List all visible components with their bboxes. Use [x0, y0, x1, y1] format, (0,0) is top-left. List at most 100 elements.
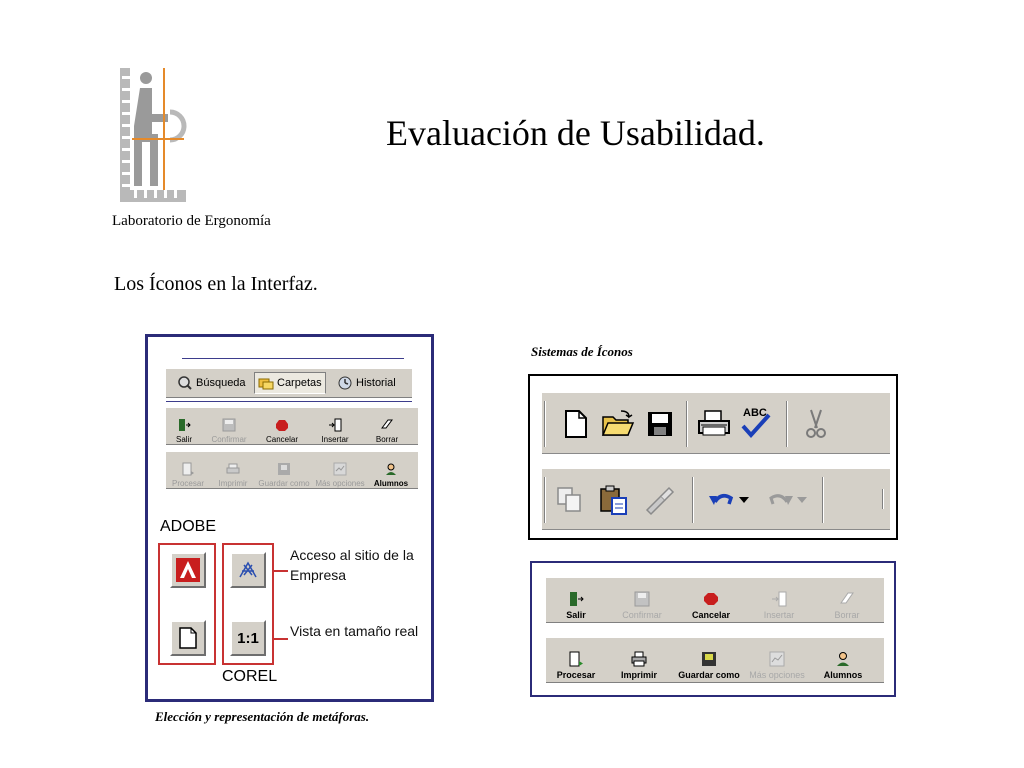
page-title: Evaluación de Usabilidad. [386, 113, 765, 153]
alumnos-button[interactable]: Alumnos [808, 640, 878, 680]
corel-icons-highlight [222, 543, 274, 665]
procesar-button[interactable]: Procesar [166, 452, 210, 488]
process-icon [568, 651, 584, 667]
tab-label: Historial [356, 377, 396, 389]
toolbar-row-1: Salir Confirmar Cancelar Insertar Borrar [166, 407, 418, 445]
icon-systems-panel: ABC [528, 374, 898, 540]
undo-button[interactable] [704, 482, 740, 518]
new-document-icon [565, 410, 587, 438]
borrar-button[interactable]: Borrar [362, 408, 412, 444]
save-as-icon [701, 651, 717, 667]
toolbar-row-2: Procesar Imprimir Guardar como Más opcio… [166, 451, 418, 489]
insertar-button[interactable]: Insertar [744, 580, 814, 620]
save-icon [222, 418, 236, 432]
mas-opciones-button[interactable]: Más opciones [746, 640, 808, 680]
company-web-icon [239, 561, 257, 578]
undo-icon [709, 494, 734, 505]
redo-dropdown[interactable] [794, 482, 810, 518]
save-icon [634, 591, 650, 607]
spellcheck-button[interactable]: ABC [738, 404, 774, 440]
open-button[interactable] [600, 406, 636, 442]
new-document-icon [179, 627, 197, 649]
tab-label: Búsqueda [196, 377, 246, 389]
imprimir-button[interactable]: Imprimir [210, 452, 256, 488]
standard-toolbar: ABC [542, 392, 890, 454]
spellcheck-icon: ABC [741, 407, 771, 438]
tab-historial[interactable]: Historial [334, 372, 399, 394]
actual-size-button[interactable]: 1:1 [230, 620, 266, 656]
explorer-tabs-strip: Búsqueda Carpetas Historial [166, 368, 412, 398]
ergonomics-lab-logo [118, 68, 190, 206]
lab-name: Laboratorio de Ergonomía [112, 213, 271, 229]
alumnos-button[interactable]: Alumnos [368, 452, 414, 488]
students-icon [384, 462, 398, 476]
print-icon [226, 462, 240, 476]
right-figure-caption: Sistemas de Íconos [531, 344, 633, 359]
new-document-button[interactable] [170, 620, 206, 656]
salir-button[interactable]: Salir [546, 580, 606, 620]
insert-icon [771, 591, 787, 607]
callout-actual-size: Vista en tamaño real [290, 623, 419, 639]
tab-label: Carpetas [277, 377, 322, 389]
procesar-button[interactable]: Procesar [546, 640, 606, 680]
imprimir-button[interactable]: Imprimir [606, 640, 672, 680]
salir-button[interactable]: Salir [166, 408, 202, 444]
redo-button[interactable] [762, 482, 798, 518]
exit-icon [568, 591, 584, 607]
confirmar-button[interactable]: Confirmar [202, 408, 256, 444]
print-icon [698, 410, 730, 436]
print-icon [631, 651, 647, 667]
save-icon [648, 412, 672, 436]
confirmar-button[interactable]: Confirmar [606, 580, 678, 620]
history-icon [337, 376, 353, 390]
edit-toolbar [542, 468, 890, 530]
open-folder-icon [601, 410, 635, 436]
redo-icon [769, 494, 793, 505]
exit-icon [177, 418, 191, 432]
format-painter-button[interactable] [640, 482, 676, 518]
paste-button[interactable] [596, 482, 632, 518]
format-painter-icon [645, 486, 675, 516]
toolbar-comparison-panel: Salir Confirmar Cancelar Insertar Borrar [530, 561, 896, 697]
borrar-button[interactable]: Borrar [814, 580, 880, 620]
copy-icon [557, 487, 581, 512]
cut-icon [806, 409, 826, 438]
guardar-como-button[interactable]: Guardar como [256, 452, 312, 488]
new-button[interactable] [558, 406, 594, 442]
paste-icon [600, 485, 627, 515]
stop-icon [275, 418, 289, 432]
toolbar-row-2: Procesar Imprimir Guardar como Más opcio… [546, 637, 884, 683]
company-site-button[interactable] [230, 552, 266, 588]
left-figure-caption: Elección y representación de metáforas. [155, 709, 370, 724]
adobe-icons-highlight [158, 543, 216, 665]
mas-opciones-button[interactable]: Más opciones [312, 452, 368, 488]
print-button[interactable] [696, 406, 732, 442]
eraser-icon [839, 591, 855, 607]
folders-icon [258, 376, 274, 390]
metaphors-panel: Búsqueda Carpetas Historial Salir Confir… [145, 334, 434, 702]
cancelar-button[interactable]: Cancelar [256, 408, 308, 444]
adobe-button[interactable] [170, 552, 206, 588]
tab-busqueda[interactable]: Búsqueda [174, 372, 249, 394]
eraser-icon [380, 418, 394, 432]
undo-dropdown[interactable] [736, 482, 752, 518]
chevron-down-icon [739, 497, 749, 503]
insertar-button[interactable]: Insertar [308, 408, 362, 444]
corel-label: COREL [222, 668, 278, 685]
save-as-icon [277, 462, 291, 476]
save-button[interactable] [642, 406, 678, 442]
cut-button[interactable] [798, 406, 834, 442]
cancelar-button[interactable]: Cancelar [678, 580, 744, 620]
adobe-label: ADOBE [160, 518, 217, 535]
adobe-logo-icon [176, 558, 200, 582]
callout-company-site: Acceso al sitio de la Empresa [290, 547, 414, 583]
guardar-como-button[interactable]: Guardar como [672, 640, 746, 680]
tab-carpetas[interactable]: Carpetas [254, 372, 326, 394]
chevron-down-icon [797, 497, 807, 503]
svg-text:ABC: ABC [743, 407, 767, 419]
process-icon [181, 462, 195, 476]
options-icon [333, 462, 347, 476]
copy-button[interactable] [552, 482, 588, 518]
section-subtitle: Los Íconos en la Interfaz. [114, 273, 318, 295]
stop-icon [703, 591, 719, 607]
